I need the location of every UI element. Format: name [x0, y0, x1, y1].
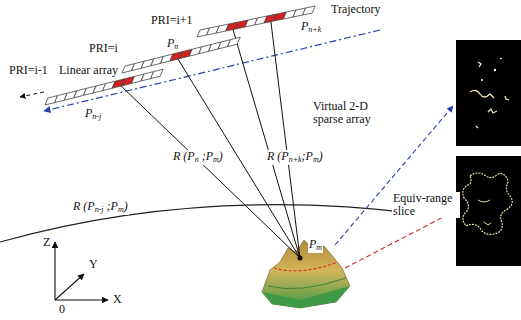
terrain	[262, 240, 350, 308]
linear-array	[197, 6, 315, 37]
range-line	[232, 27, 300, 259]
label: Y	[88, 258, 99, 271]
array-element	[228, 37, 241, 46]
slice-image	[456, 156, 521, 266]
earth-curve	[0, 205, 420, 242]
label: R (Pn ;Pm)	[172, 150, 224, 165]
linear-array	[122, 37, 240, 73]
label: X	[112, 293, 123, 306]
range-line	[271, 19, 301, 259]
range-line	[176, 56, 300, 258]
label: Linear array	[58, 64, 119, 77]
label: Pn	[166, 37, 179, 52]
label: PRI=i	[88, 42, 119, 55]
label: R (Pn-j ;Pm)	[72, 200, 129, 215]
slice-arrow	[335, 106, 453, 245]
label: 0	[58, 303, 66, 316]
direction-arrow	[20, 92, 44, 97]
label: R (Pn+k;Pm)	[266, 150, 324, 165]
label: Z	[42, 236, 51, 249]
slice-image	[456, 40, 521, 146]
label: Virtual 2-D sparse array	[312, 100, 396, 126]
trajectory-line	[44, 30, 380, 111]
label: Pn-j	[84, 107, 102, 122]
label: Trajectory	[330, 3, 382, 16]
label: PRI=i+1	[150, 14, 194, 27]
slice-arrow	[345, 212, 453, 268]
label: Pm	[308, 238, 323, 253]
array-element	[151, 69, 164, 78]
array-element	[303, 6, 316, 15]
label: PRI=i-1	[8, 64, 49, 77]
coordinate-axes	[55, 242, 108, 300]
label: Pn+k	[300, 20, 322, 35]
label: Equiv-range slice	[392, 192, 460, 218]
